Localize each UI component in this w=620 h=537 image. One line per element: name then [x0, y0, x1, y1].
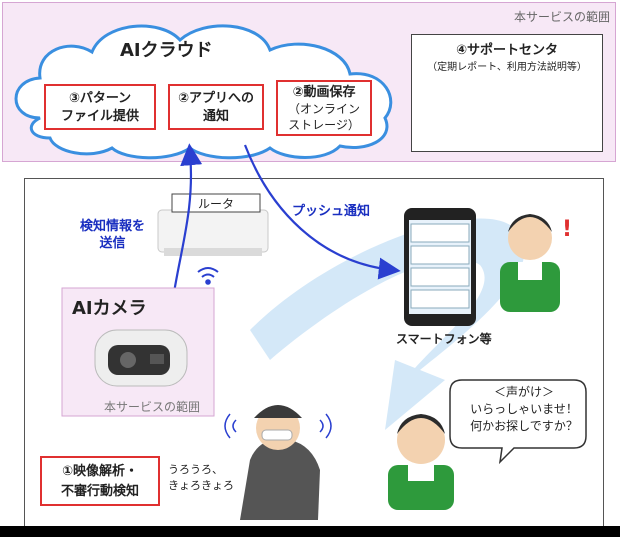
video-storage-line2: （オンライン — [287, 102, 360, 116]
cloud-title: AIクラウド — [120, 40, 213, 61]
staff-person-bottom — [388, 414, 454, 510]
service-scope-label: 本サービスの範囲 — [513, 10, 610, 24]
upload-arrow — [170, 143, 203, 306]
video-storage-line1: ②動画保存 — [292, 85, 356, 100]
detect-send-line1: 検知情報を — [80, 219, 146, 234]
support-center-box: ④サポートセンタ （定期レポート、利用方法説明等） — [411, 34, 603, 152]
ai-camera-device — [94, 329, 188, 387]
detect-send-label: 検知情報を 送信 — [80, 218, 145, 252]
bottom-border-bar — [0, 526, 620, 537]
push-notification-arrow — [243, 144, 401, 280]
pattern-file-line1: ③パターン — [68, 91, 132, 106]
support-title: ④サポートセンタ — [455, 43, 558, 58]
detect-send-line2: 送信 — [99, 236, 126, 251]
suspect-line1: うろうろ、 — [168, 463, 223, 476]
push-notification-label: プッシュ通知 — [292, 204, 371, 219]
support-subtitle: （定期レポート、利用方法説明等） — [427, 62, 587, 73]
smartphone-device — [404, 208, 476, 326]
app-notify-box: ②アプリへの 通知 — [168, 84, 264, 130]
smartphone-label: スマートフォン等 — [396, 332, 492, 346]
suspect-line2: きょろきょろ — [168, 479, 234, 492]
callout-text: ＜声がけ＞ いらっしゃいませ！ 何かお探しですか？ — [462, 384, 586, 435]
staff-person-top: ! — [500, 214, 572, 312]
camera-title: AIカメラ — [72, 298, 147, 319]
router-label: ルータ — [197, 197, 234, 211]
app-notify-line2: 通知 — [202, 109, 229, 124]
svg-text:!: ! — [562, 217, 572, 242]
callout-line3: 何かお探しですか？ — [470, 419, 578, 433]
pattern-file-box: ③パターン ファイル提供 — [44, 84, 156, 130]
video-storage-box: ②動画保存 （オンライン ストレージ） — [276, 80, 372, 136]
router-label-box — [171, 193, 261, 213]
video-storage-line3: ストレージ） — [288, 118, 360, 132]
callout-line1: ＜声がけ＞ — [493, 385, 554, 399]
pattern-file-line2: ファイル提供 — [60, 109, 139, 124]
callout-line2: いらっしゃいませ！ — [470, 402, 578, 416]
router-device — [157, 209, 269, 253]
suspect-text: うろうろ、 きょろきょろ — [168, 462, 234, 494]
camera-scope-label: 本サービスの範囲 — [104, 400, 201, 414]
detection-line1: ①映像解析・ — [61, 464, 138, 479]
wifi-icon — [197, 267, 219, 285]
speech-bubble — [449, 379, 587, 465]
detection-box: ①映像解析・ 不審行動検知 — [40, 456, 160, 506]
suspicious-person — [224, 405, 332, 520]
detection-line2: 不審行動検知 — [60, 484, 139, 499]
app-notify-line1: ②アプリへの — [177, 91, 254, 106]
